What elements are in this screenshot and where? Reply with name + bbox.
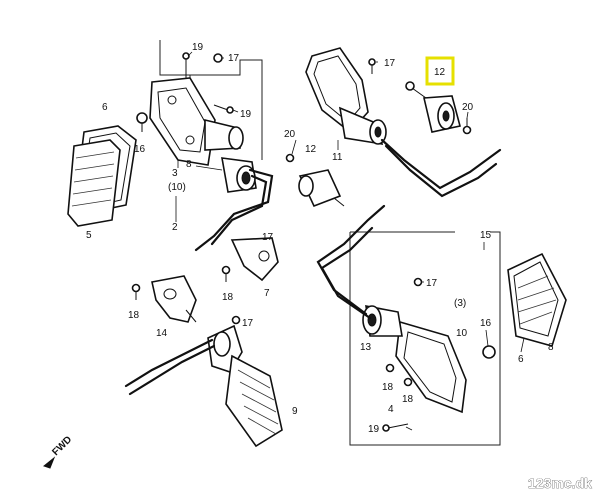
highlight-box-part-12[interactable] xyxy=(425,56,455,86)
front-right-turn-signal-assembly xyxy=(316,204,567,432)
label-17-top-right: 17 xyxy=(384,58,396,69)
label-17-top-left: 17 xyxy=(228,53,240,64)
label-10: 10 xyxy=(456,328,468,339)
label-18-bracket-14: 18 xyxy=(128,310,140,321)
label-19-bottom: 19 xyxy=(368,424,380,435)
socket-part-12-highlighted xyxy=(405,81,472,135)
watermark: 123mc.dk xyxy=(528,475,592,491)
label-17-bracket-7: 17 xyxy=(262,232,274,243)
label-17-lower-left: 17 xyxy=(242,318,254,329)
label-8-right: 8 xyxy=(548,342,554,353)
label-14: 14 xyxy=(156,328,168,339)
rear-left-turn-signal-assembly xyxy=(67,52,274,252)
label-15: 15 xyxy=(480,230,492,241)
bracket-part-14 xyxy=(131,275,197,323)
leader-lines xyxy=(175,51,525,431)
label-9: 9 xyxy=(292,406,298,417)
label-16-right: 16 xyxy=(480,318,492,329)
label-12-middle: 12 xyxy=(305,144,317,155)
forward-direction-indicator: FWD xyxy=(42,434,74,469)
fwd-label: FWD xyxy=(50,434,74,458)
front-left-turn-signal-assembly xyxy=(124,315,283,448)
label-20-middle: 20 xyxy=(284,129,296,140)
label-2: 2 xyxy=(172,222,178,233)
label-8: 8 xyxy=(186,159,192,170)
label-6-right: 6 xyxy=(518,354,524,365)
label-19-mid: 19 xyxy=(240,109,252,120)
label-11: 11 xyxy=(332,152,343,163)
part-labels: 19 17 19 6 16 3 (10) 8 2 5 17 12 20 11 2… xyxy=(86,42,554,435)
label-13: 13 xyxy=(360,342,372,353)
label-4: 4 xyxy=(388,404,394,415)
label-3-paren: (3) xyxy=(454,298,466,309)
label-18-lower-a: 18 xyxy=(382,382,394,393)
label-18-bracket-7: 18 xyxy=(222,292,234,303)
label-3: 3 xyxy=(172,168,178,179)
label-19-top: 19 xyxy=(192,42,204,53)
label-5: 5 xyxy=(86,230,92,241)
label-10-paren: (10) xyxy=(168,182,186,193)
label-7: 7 xyxy=(264,288,270,299)
label-18-lower-b: 18 xyxy=(402,394,414,405)
label-6-left: 6 xyxy=(102,102,108,113)
label-20-right: 20 xyxy=(462,102,474,113)
label-12-highlighted: 12 xyxy=(434,67,446,78)
rear-right-turn-signal-assembly xyxy=(305,47,502,198)
label-16-left: 16 xyxy=(134,144,146,155)
socket-part-12 xyxy=(285,153,345,208)
forward-arrow-icon xyxy=(42,456,56,469)
bracket-part-7 xyxy=(221,237,279,282)
label-17-lower-right: 17 xyxy=(426,278,438,289)
